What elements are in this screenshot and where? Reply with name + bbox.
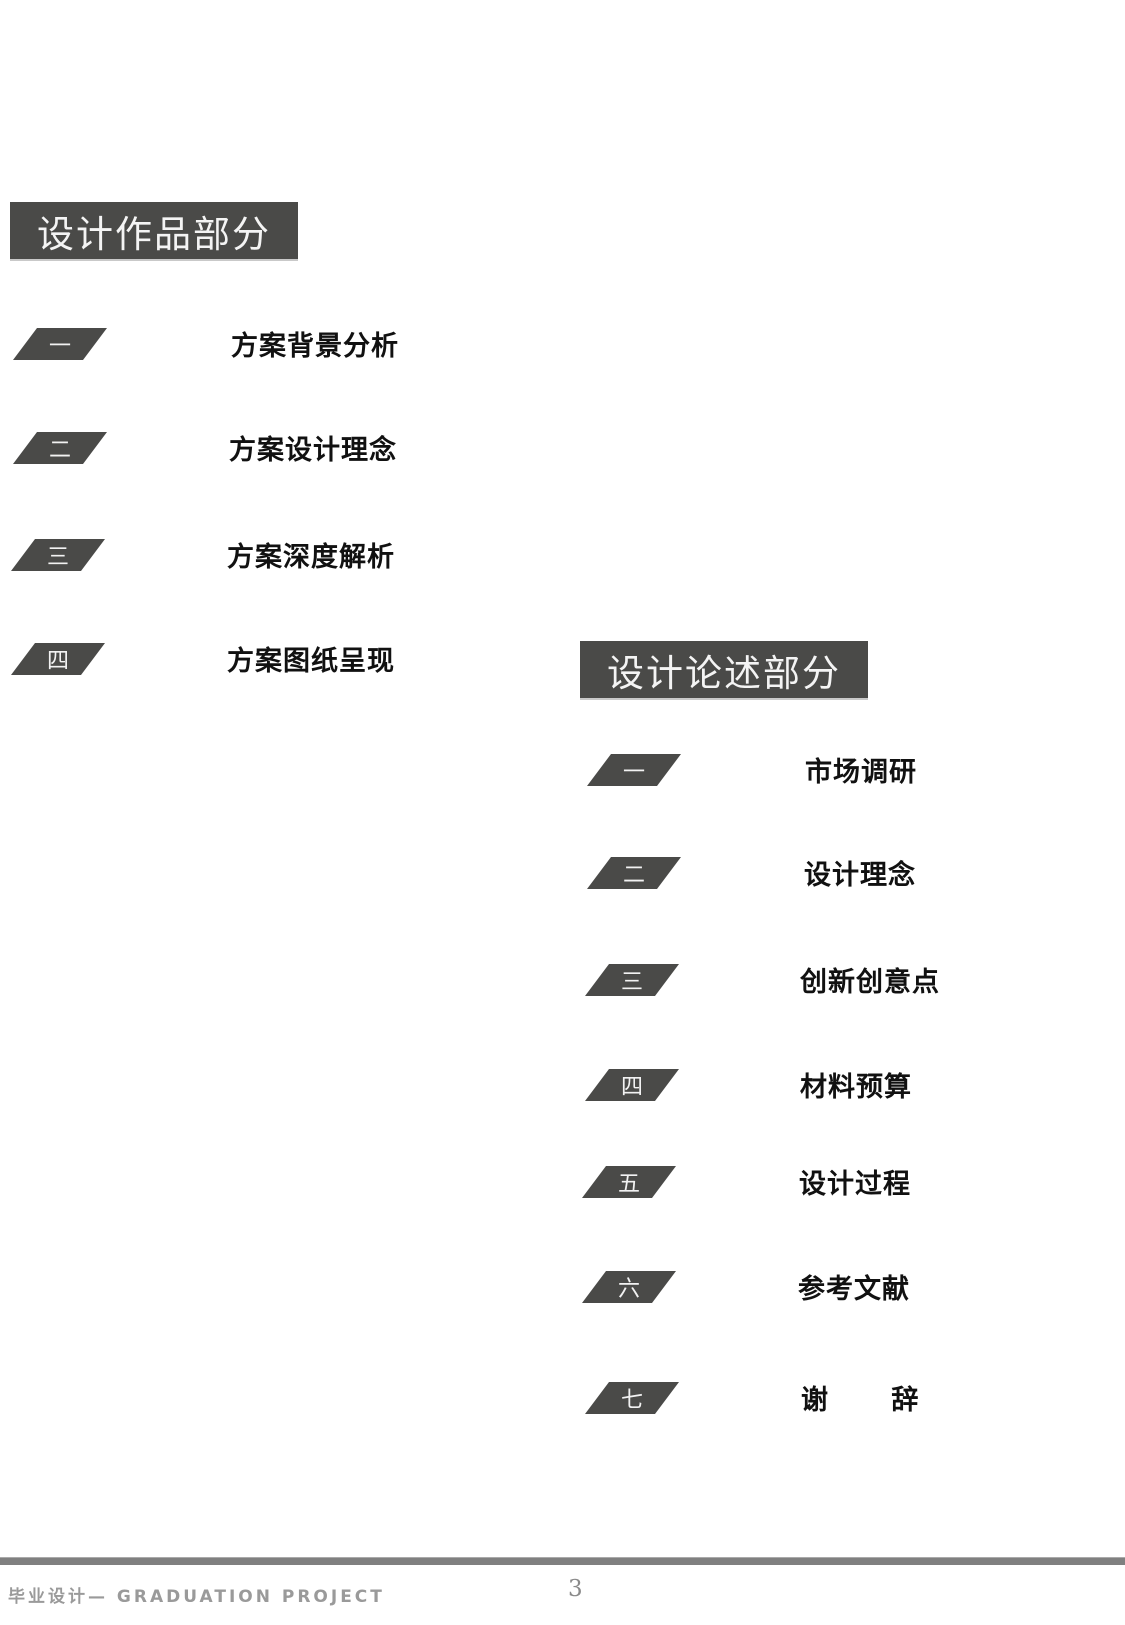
item-label: 方案图纸呈现 (227, 646, 395, 677)
badge-number: 一 (48, 334, 71, 359)
works-section-title: 设计作品部分 (10, 202, 298, 261)
item-label: 方案背景分析 (231, 331, 399, 362)
item-label: 创新创意点 (800, 967, 940, 998)
parallelogram-badge-icon: 一 (13, 328, 107, 360)
item-label: 市场调研 (805, 757, 917, 788)
badge-number: 五 (617, 1172, 640, 1197)
item-label: 参考文献 (798, 1274, 910, 1305)
parallelogram-badge-icon: 四 (11, 643, 105, 675)
badge-number: 一 (622, 760, 645, 785)
parallelogram-badge-icon: 一 (587, 754, 681, 786)
badge-number: 三 (46, 545, 69, 570)
item-label: 方案设计理念 (229, 435, 397, 466)
parallelogram-badge-icon: 六 (582, 1271, 676, 1303)
badge-number: 六 (617, 1277, 640, 1302)
badge-number: 四 (46, 649, 69, 674)
badge-number: 二 (48, 438, 71, 463)
footer-divider (0, 1557, 1125, 1565)
parallelogram-badge-icon: 二 (13, 432, 107, 464)
badge-number: 三 (620, 970, 643, 995)
item-label: 设计理念 (804, 860, 916, 891)
parallelogram-badge-icon: 七 (585, 1382, 679, 1414)
page-number: 3 (568, 1576, 583, 1602)
parallelogram-badge-icon: 二 (587, 857, 681, 889)
item-label: 材料预算 (800, 1072, 912, 1103)
badge-number: 二 (622, 863, 645, 888)
item-label: 谢 辞 (801, 1385, 920, 1416)
badge-number: 四 (620, 1075, 643, 1100)
parallelogram-badge-icon: 三 (11, 539, 105, 571)
item-label: 方案深度解析 (227, 542, 395, 573)
parallelogram-badge-icon: 五 (582, 1166, 676, 1198)
badge-number: 七 (620, 1388, 643, 1413)
thesis-section-title: 设计论述部分 (580, 641, 868, 700)
parallelogram-badge-icon: 三 (585, 964, 679, 996)
item-label: 设计过程 (799, 1169, 911, 1200)
parallelogram-badge-icon: 四 (585, 1069, 679, 1101)
footer-caption: 毕业设计— GRADUATION PROJECT (8, 1587, 385, 1607)
